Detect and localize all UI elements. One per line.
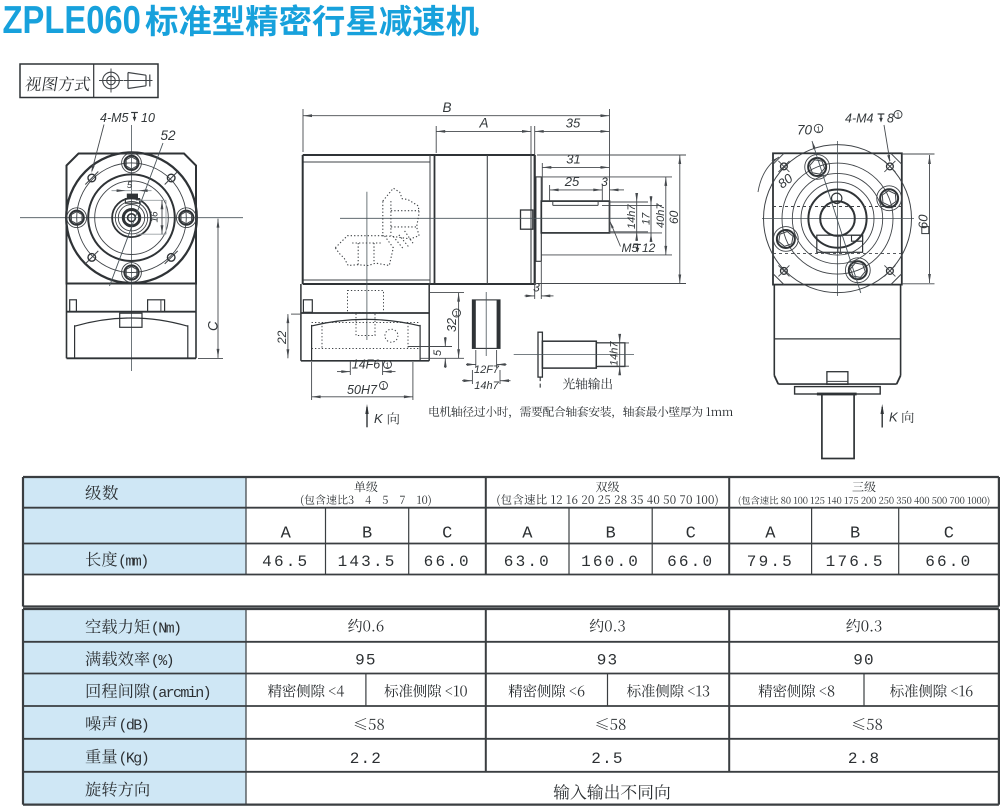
svg-text:31: 31 <box>566 152 580 167</box>
svg-text:A: A <box>281 525 292 544</box>
svg-text:35: 35 <box>566 116 581 131</box>
svg-text:(dB): (dB) <box>119 718 149 735</box>
svg-text:66.0: 66.0 <box>925 553 972 571</box>
svg-text:C: C <box>686 525 696 544</box>
svg-text:2.8: 2.8 <box>848 750 880 768</box>
svg-text:C: C <box>206 321 221 331</box>
svg-text:B: B <box>442 100 451 115</box>
svg-text:63.0: 63.0 <box>504 553 551 571</box>
svg-text:14h7: 14h7 <box>474 380 499 392</box>
svg-text:A: A <box>522 525 533 544</box>
svg-text:160.0: 160.0 <box>581 553 640 571</box>
svg-text:10: 10 <box>141 111 155 125</box>
svg-text:14F6: 14F6 <box>352 358 381 372</box>
svg-text:60: 60 <box>667 210 681 224</box>
svg-text:66.0: 66.0 <box>667 553 714 571</box>
svg-text:3: 3 <box>601 175 608 189</box>
svg-text:K: K <box>889 410 899 425</box>
svg-text:90: 90 <box>853 652 875 670</box>
svg-text:95: 95 <box>355 652 377 670</box>
svg-text:14h7: 14h7 <box>626 204 638 229</box>
svg-text:5: 5 <box>432 349 444 356</box>
svg-text:1: 1 <box>896 113 900 120</box>
svg-text:12F7: 12F7 <box>474 364 500 376</box>
svg-text:176.5: 176.5 <box>826 553 885 571</box>
svg-text:(Nm): (Nm) <box>151 621 181 638</box>
svg-text:40h7: 40h7 <box>655 203 667 228</box>
svg-text:B: B <box>362 525 372 544</box>
svg-text:ZPLE060: ZPLE060 <box>3 0 141 42</box>
svg-text:60: 60 <box>916 214 931 229</box>
svg-text:70: 70 <box>797 123 813 138</box>
svg-text:2.5: 2.5 <box>591 750 623 768</box>
svg-text:(%): (%) <box>151 653 173 670</box>
svg-text:93: 93 <box>597 652 619 670</box>
svg-text:25: 25 <box>564 174 580 189</box>
svg-text:1: 1 <box>386 363 390 370</box>
svg-text:1: 1 <box>455 311 459 318</box>
svg-text:(mm): (mm) <box>118 553 148 570</box>
svg-text:A: A <box>765 525 776 544</box>
svg-text:K: K <box>374 411 384 426</box>
svg-text:(arcmin): (arcmin) <box>151 685 210 702</box>
svg-text:2.2: 2.2 <box>350 750 382 768</box>
svg-text:B: B <box>605 525 615 544</box>
svg-text:8: 8 <box>887 112 894 126</box>
svg-text:32: 32 <box>445 318 459 332</box>
svg-text:22: 22 <box>275 330 289 345</box>
svg-text:A: A <box>478 116 488 131</box>
svg-text:4-M4: 4-M4 <box>845 112 874 126</box>
svg-text:5: 5 <box>127 180 133 191</box>
svg-text:79.5: 79.5 <box>747 553 794 571</box>
svg-text:52: 52 <box>160 128 176 143</box>
svg-text:66.0: 66.0 <box>424 553 471 571</box>
svg-text:50H7: 50H7 <box>347 383 378 397</box>
svg-text:143.5: 143.5 <box>338 553 397 571</box>
svg-text:16: 16 <box>150 211 161 223</box>
svg-text:B: B <box>850 525 860 544</box>
svg-text:17: 17 <box>641 212 653 225</box>
svg-text:1: 1 <box>382 384 386 391</box>
svg-text:1: 1 <box>816 125 820 134</box>
svg-text:4-M5: 4-M5 <box>100 111 129 125</box>
svg-text:12: 12 <box>642 241 656 255</box>
svg-text:C: C <box>944 525 954 544</box>
svg-text:14h7: 14h7 <box>609 341 621 366</box>
svg-text:3: 3 <box>533 281 540 295</box>
svg-text:C: C <box>442 525 452 544</box>
svg-text:46.5: 46.5 <box>262 553 309 571</box>
svg-text:(Kg): (Kg) <box>119 750 149 767</box>
